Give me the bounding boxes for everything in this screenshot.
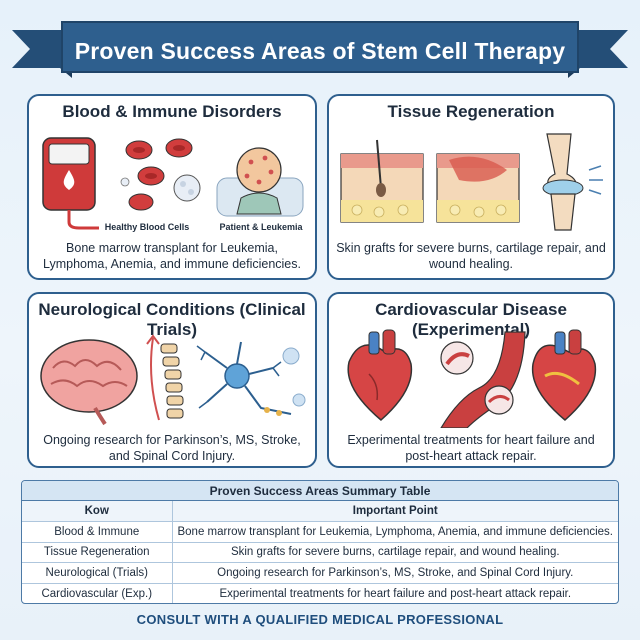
skin-graft-icon (436, 153, 520, 223)
tissue-illustration (340, 133, 603, 231)
artery-icon (440, 331, 526, 428)
title-banner: Proven Success Areas of Stem Cell Therap… (0, 8, 640, 86)
page-title: Proven Success Areas of Stem Cell Therap… (74, 37, 566, 64)
card-blood-immune: Blood & Immune Disorders (27, 94, 317, 280)
table-cell: Experimental treatments for heart failur… (219, 587, 572, 600)
card-cardiovascular: Cardiovascular Disease (Experimental) Ex… (327, 292, 615, 468)
summary-table: Proven Success Areas Summary Table Kow I… (21, 480, 619, 604)
cardio-illustration (347, 329, 597, 428)
table-cell: Blood & Immune (22, 521, 173, 543)
table-row: Tissue Regeneration Skin grafts for seve… (22, 542, 618, 563)
card-title: Blood & Immune Disorders (62, 102, 282, 121)
neuron-icon (196, 341, 306, 416)
card-tissue-regeneration: Tissue Regeneration Skin graf (327, 94, 615, 280)
blood-illustration: Healthy Blood Cells Patient & Leukemia (42, 137, 304, 232)
footer-disclaimer: CONSULT WITH A QUALIFIED MEDICAL PROFESS… (136, 612, 504, 627)
table-cell: Tissue Regeneration (22, 542, 173, 563)
heart-icon (347, 329, 413, 421)
neuro-illustration (40, 334, 306, 426)
card-description: Experimental treatments for heart failur… (347, 433, 595, 463)
card-title: Neurological Conditions (Clinical Trials… (38, 300, 306, 339)
red-blood-cells-icon (120, 138, 201, 211)
table-header-cell: Important Point (172, 501, 618, 522)
card-neurological: Neurological Conditions (Clinical Trials… (27, 292, 317, 468)
card-description: Skin grafts for severe burns, cartilage … (336, 241, 606, 271)
label-patient-leukemia: Patient & Leukemia (219, 222, 303, 232)
card-description: Bone marrow transplant for Leukemia, Lym… (42, 241, 301, 271)
ribbon-graphic (12, 21, 628, 78)
table-row: Cardiovascular (Exp.) Experimental treat… (22, 583, 618, 603)
patient-icon (216, 147, 304, 217)
table-cell: Skin grafts for severe burns, cartilage … (172, 542, 618, 563)
brain-icon (40, 339, 138, 426)
card-title: Cardiovascular Disease (Experimental) (375, 300, 567, 339)
spine-icon (146, 334, 184, 421)
blood-bag-icon (42, 137, 99, 230)
skin-layers-icon (340, 139, 424, 223)
table-header-row: Kow Important Point (22, 501, 618, 522)
summary-table-grid: Kow Important Point Blood & Immune Bone … (22, 501, 618, 603)
card-description: Ongoing research for Parkinson’s, MS, St… (43, 433, 301, 463)
table-cell: Neurological (Trials) (22, 562, 173, 584)
table-row: Neurological (Trials) Ongoing research f… (22, 562, 618, 584)
table-row: Blood & Immune Bone marrow transplant fo… (22, 521, 618, 543)
table-cell: Cardiovascular (Exp.) (22, 583, 173, 603)
heart-icon (531, 329, 597, 421)
card-title: Tissue Regeneration (387, 102, 555, 121)
table-cell: Bone marrow transplant for Leukemia, Lym… (172, 521, 618, 543)
table-caption: Proven Success Areas Summary Table (22, 481, 618, 501)
table-header-cell: Kow (22, 501, 173, 522)
knee-joint-icon (542, 133, 603, 231)
label-healthy-blood-cells: Healthy Blood Cells (105, 222, 190, 232)
table-cell: Ongoing research for Parkinson’s, MS, St… (172, 562, 618, 584)
